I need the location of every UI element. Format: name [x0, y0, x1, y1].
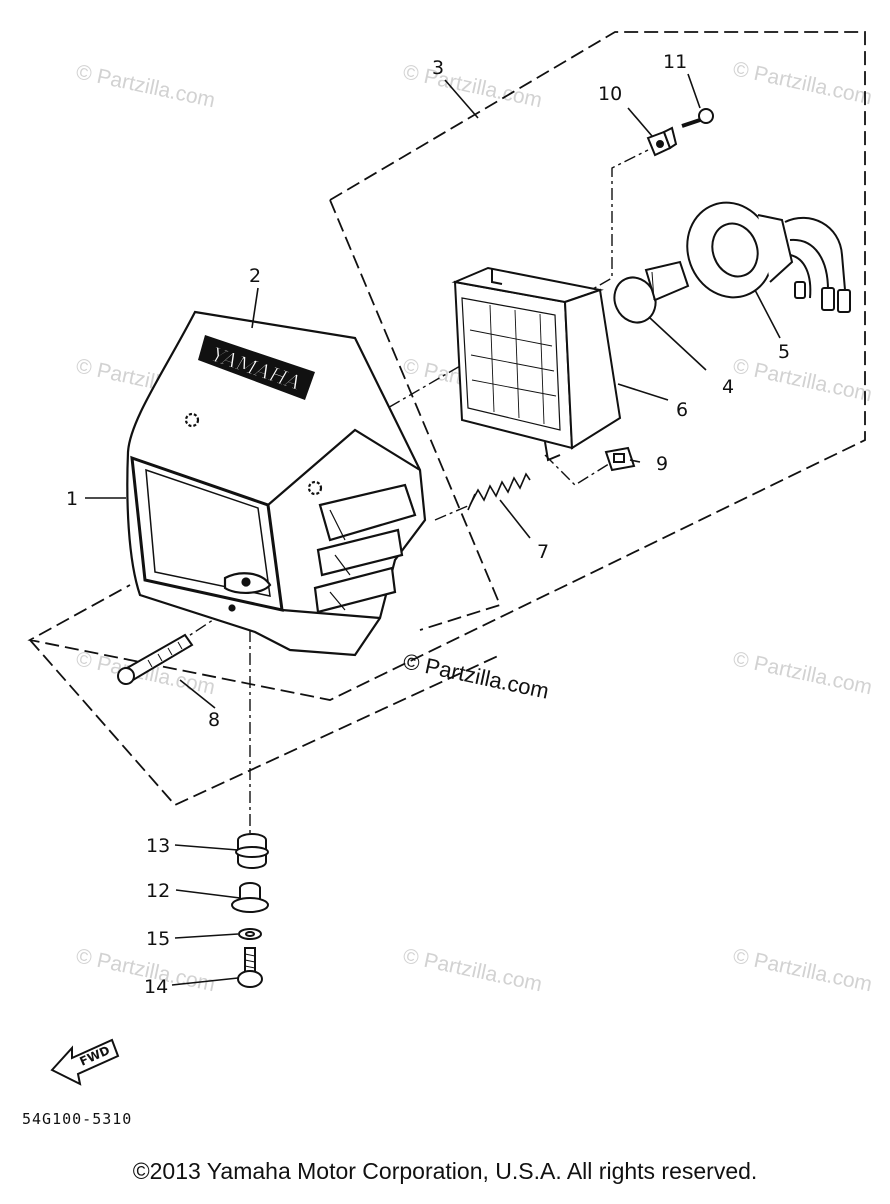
callout-9: 9	[656, 453, 668, 475]
fwd-arrow-icon: FWD	[50, 1038, 120, 1086]
watermark: © Partzilla.com	[74, 60, 217, 112]
clip-part-9	[604, 446, 636, 472]
callout-10: 10	[598, 83, 622, 105]
assembly-boundary	[27, 31, 866, 807]
callout-8: 8	[208, 709, 220, 731]
callout-14: 14	[144, 976, 168, 998]
washer-part-15	[238, 928, 262, 940]
copyright-notice: ©2013 Yamaha Motor Corporation, U.S.A. A…	[132, 1158, 758, 1184]
screw-part-11	[681, 108, 714, 128]
socket-part-5	[686, 201, 851, 313]
callout-13: 13	[146, 835, 170, 857]
collar-part-12	[231, 882, 269, 913]
watermark: © Partzilla.com	[731, 647, 874, 699]
bolt-part-14	[237, 947, 263, 988]
callout-numbers: 1 2 3 4 5 6 7 8 9 10 11 12 13 14 15	[66, 51, 790, 998]
callout-4: 4	[722, 376, 734, 398]
callout-6: 6	[676, 399, 688, 421]
callout-leaders	[85, 73, 781, 986]
headlight-unit-part-6	[451, 266, 622, 462]
callout-5: 5	[778, 341, 790, 363]
watermark: © Partzilla.com	[401, 944, 544, 996]
watermark: © Partzilla.com	[731, 57, 874, 109]
watermark: © Partzilla.com	[731, 944, 874, 996]
callout-12: 12	[146, 880, 170, 902]
callout-1: 1	[66, 488, 78, 510]
callout-3: 3	[432, 57, 444, 79]
bulb-part-4	[613, 260, 690, 324]
headlight-cowl-part-1	[126, 310, 427, 657]
callout-11: 11	[663, 51, 687, 73]
nut-part-10	[646, 126, 678, 157]
callout-15: 15	[146, 928, 170, 950]
spring-part-7	[467, 472, 531, 511]
bolt-part-8	[117, 633, 194, 685]
callout-7: 7	[537, 541, 549, 563]
grommet-part-13	[235, 833, 269, 869]
diagram-code: 54G100-5310	[22, 1110, 133, 1128]
callout-2: 2	[249, 265, 261, 287]
watermark-center: © Partzilla.com	[401, 648, 551, 703]
watermark: © Partzilla.com	[731, 354, 874, 406]
